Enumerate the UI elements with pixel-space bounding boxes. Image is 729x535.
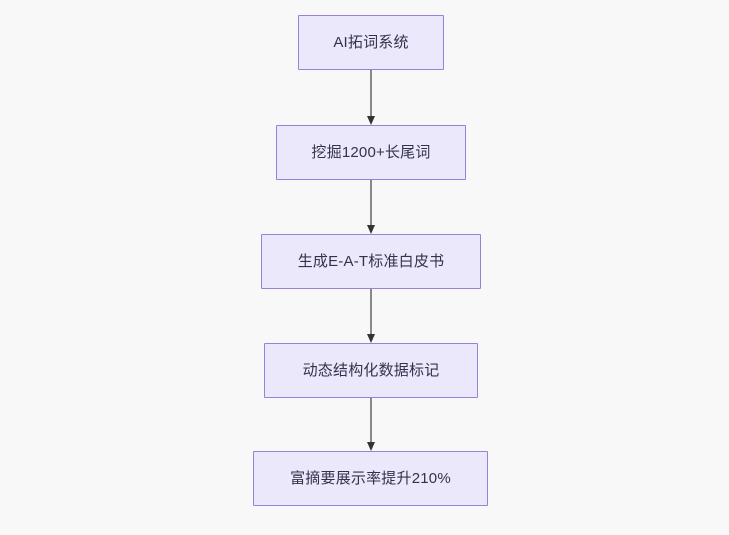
flow-node-generate-eat-whitepaper[interactable]: 生成E-A-T标准白皮书: [261, 234, 481, 289]
flow-node-mine-longtail-keywords[interactable]: 挖掘1200+长尾词: [276, 125, 466, 180]
flow-node-rich-snippet-impression-uplift[interactable]: 富摘要展示率提升210%: [253, 451, 488, 506]
flow-node-ai-keyword-system[interactable]: AI拓词系统: [298, 15, 444, 70]
flow-node-label: 动态结构化数据标记: [302, 361, 440, 379]
flow-node-label: 挖掘1200+长尾词: [311, 143, 431, 161]
flow-node-label: AI拓词系统: [333, 33, 409, 51]
flow-node-label: 生成E-A-T标准白皮书: [297, 252, 445, 270]
flow-node-dynamic-structured-data-markup[interactable]: 动态结构化数据标记: [264, 343, 478, 398]
flow-node-label: 富摘要展示率提升210%: [290, 469, 451, 487]
